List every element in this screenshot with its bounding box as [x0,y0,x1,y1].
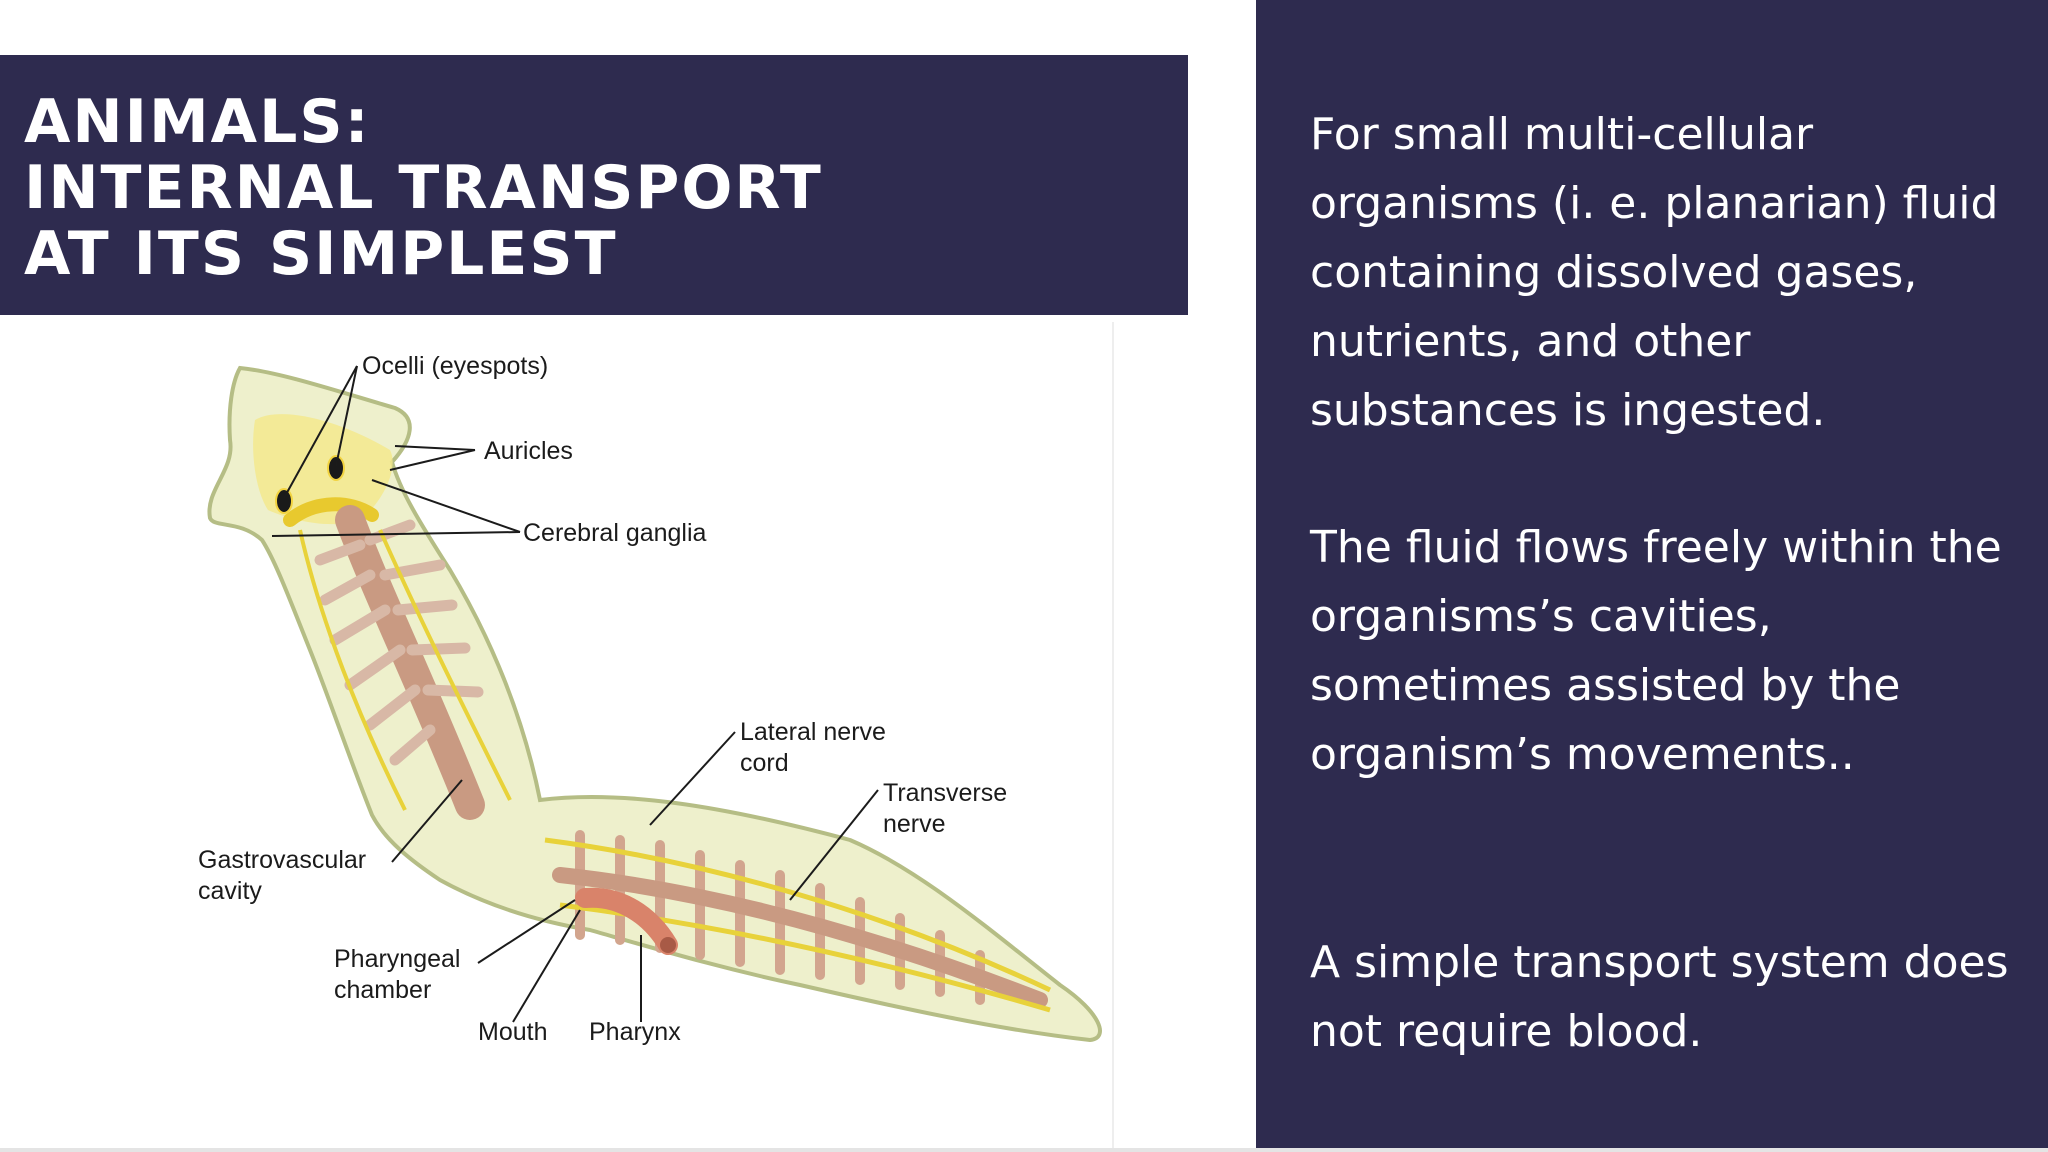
label-gastrovascular-cavity-line1: Gastrovascular [198,846,366,874]
ocellus-left [275,488,293,514]
label-gastrovascular-cavity-line2: cavity [198,877,262,905]
planarian-diagram: Ocelli (eyespots) Auricles Cerebral gang… [198,352,1102,1046]
label-transverse-nerve-line2: nerve [883,810,946,838]
label-pharyngeal-chamber-line2: chamber [334,976,431,1004]
description-panel: For small multi-cellular organisms (i. e… [1256,0,2048,1150]
paragraph-no-blood: A simple transport system does not requi… [1310,937,2009,1057]
bottom-divider [0,1148,2048,1152]
label-mouth: Mouth [478,1018,547,1046]
ocellus-right [327,455,345,481]
title-line-2: INTERNAL TRANSPORT [24,153,823,223]
gastrovascular-posterior [552,867,1048,1008]
lateral-nerve-anterior-right [378,529,512,801]
label-lateral-nerve-cord-line2: cord [740,749,789,777]
planarian-body [207,365,1102,1043]
pharynx-shape [575,887,678,955]
planarian-figure: Ocelli (eyespots) Auricles Cerebral gang… [20,322,1114,1150]
leader-lines [271,365,879,1023]
label-transverse-nerve-line1: Transverse [883,779,1007,807]
pharynx-opening [660,937,676,953]
paragraph-fluid-flow: The fluid flows freely within the organi… [1310,522,2002,780]
label-pharynx: Pharynx [589,1018,681,1046]
title-line-3: AT ITS SIMPLEST [24,219,618,289]
label-ocelli: Ocelli (eyespots) [362,352,548,380]
label-lateral-nerve-cord-line1: Lateral nerve [740,718,886,746]
paragraph-ingestion: For small multi-cellular organisms (i. e… [1310,109,1999,436]
label-pharyngeal-chamber-line1: Pharyngeal [334,945,460,973]
lateral-nerve-posterior-upper [544,837,1052,993]
title-banner: ANIMALS: INTERNAL TRANSPORT AT ITS SIMPL… [0,55,1188,315]
cerebral-ganglia-shape [283,497,379,527]
title-line-1: ANIMALS: [24,87,371,157]
label-auricles: Auricles [484,437,573,465]
label-cerebral-ganglia: Cerebral ganglia [523,519,707,547]
gut-diverticula-anterior [314,519,484,766]
lateral-nerve-anterior-left [298,529,407,811]
